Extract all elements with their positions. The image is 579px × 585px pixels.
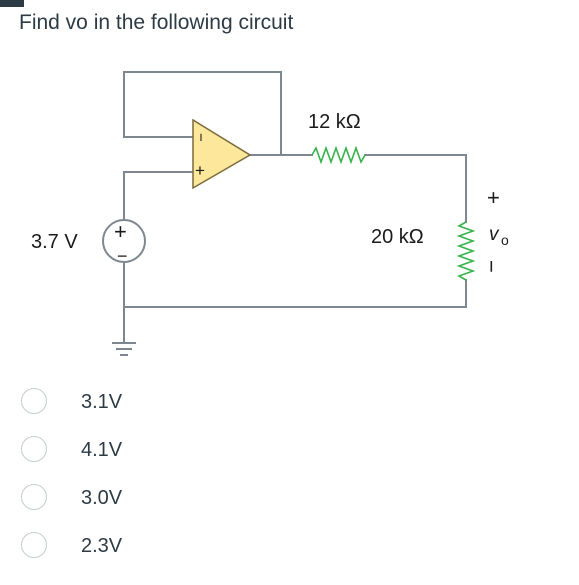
corner-marker [0,0,24,7]
option-label: 2.3V [81,535,123,557]
option-label: 3.1V [81,391,123,413]
radio-button[interactable] [21,484,47,510]
radio-button[interactable] [21,436,47,462]
source-minus-sign: − [117,246,128,266]
radio-button[interactable] [21,532,47,558]
opamp-symbol [192,118,252,190]
voltage-source [102,219,146,263]
resistor-12k [311,145,366,165]
option-label: 3.0V [81,487,123,509]
r1-label: 12 kΩ [308,111,361,133]
option-row[interactable]: 3.0V [21,481,221,511]
circuit-diagram: − + 12 kΩ 20 kΩ + − 3.7 V + v o − [31,71,509,356]
top-right-wire [364,154,467,223]
option-row[interactable]: 2.3V [21,529,221,559]
feedback-wire [123,71,282,156]
source-voltage-label: 3.7 V [31,231,78,253]
option-row[interactable]: 3.1V [21,385,221,415]
opamp-minus-sign: − [192,133,209,142]
vo-symbol: v [489,224,500,245]
source-plus-sign: + [114,219,127,244]
question-text: Find vo in the following circuit [19,11,294,34]
vo-subscript: o [501,232,509,248]
resistor-20k [456,221,476,281]
vo-plus-sign: + [487,185,500,210]
option-label: 4.1V [81,439,123,461]
option-row[interactable]: 4.1V [21,433,221,463]
vo-minus-sign: − [479,260,504,273]
radio-button[interactable] [21,388,47,414]
bottom-wire [123,279,467,308]
r2-label: 20 kΩ [371,226,424,248]
opamp-plus-sign: + [195,161,205,180]
ground-symbol [112,342,136,356]
input-wire [123,171,194,221]
